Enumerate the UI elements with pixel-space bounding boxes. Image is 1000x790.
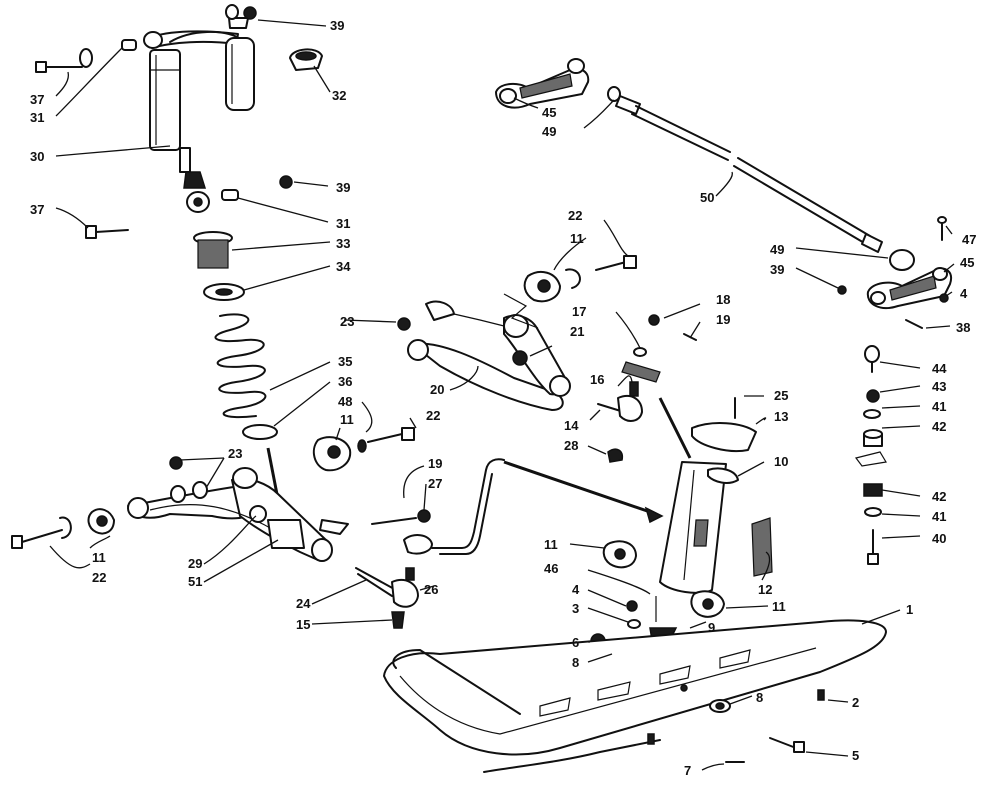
callout-42: 42 [932,489,946,504]
upper-bolt-set [35,4,257,73]
callout-24: 24 [296,596,311,611]
callout-28: 28 [564,438,578,453]
callout-23: 23 [340,314,354,329]
callout-23: 23 [228,446,242,461]
callout-46: 46 [544,561,558,576]
callout-45: 45 [542,105,556,120]
callout-38: 38 [956,320,970,335]
callout-11: 11 [570,231,584,246]
lower-a-arm [127,467,349,562]
callout-22: 22 [92,570,106,585]
callout-6: 6 [572,635,579,650]
coil-spring-assembly [193,231,278,440]
callout-39: 39 [336,180,350,195]
callout-7: 7 [684,763,691,778]
callout-13: 13 [774,409,788,424]
callout-22: 22 [426,408,440,423]
lower-bolt-set [85,175,293,239]
spindle-bushings [602,540,725,618]
callout-37: 37 [30,92,44,107]
callout-26: 26 [424,582,438,597]
callout-12: 12 [758,582,772,597]
callout-49: 49 [542,124,556,139]
callout-31: 31 [30,110,44,125]
assembly-arrow-spindle [658,397,692,459]
callout-51: 51 [188,574,202,589]
callout-8: 8 [572,655,579,670]
callout-50: 50 [700,190,714,205]
callout-32: 32 [332,88,346,103]
callout-45: 45 [960,255,974,270]
callout-labels: 39 32 37 31 30 39 37 31 33 34 35 36 48 1… [30,18,976,778]
callout-39: 39 [770,262,784,277]
callout-29: 29 [188,556,202,571]
callout-11: 11 [544,537,558,552]
callout-11: 11 [340,412,354,427]
callout-40: 40 [932,531,946,546]
callout-18: 18 [716,292,730,307]
callout-14: 14 [564,418,579,433]
callout-20: 20 [430,382,444,397]
callout-4: 4 [572,582,580,597]
callout-37: 37 [30,202,44,217]
callout-1: 1 [906,602,913,617]
upper-arm-hardware [512,314,697,366]
lower-arm-bushing-left [11,508,115,549]
callout-4: 4 [960,286,968,301]
steering-arm-ball-joint [597,361,661,463]
callout-10: 10 [774,454,788,469]
callout-42: 42 [932,419,946,434]
callout-43: 43 [932,379,946,394]
callout-27: 27 [428,476,442,491]
callout-33: 33 [336,236,350,251]
callout-22: 22 [568,208,582,223]
callout-19: 19 [428,456,442,471]
upper-bushing-set [503,255,637,329]
callout-15: 15 [296,617,310,632]
callout-21: 21 [570,324,584,339]
callout-9: 9 [708,620,715,635]
callout-3: 3 [572,601,579,616]
callout-19: 19 [716,312,730,327]
ski-spindle-tower [659,397,773,594]
shock-absorber [143,17,255,213]
callout-8: 8 [756,690,763,705]
callout-2: 2 [852,695,859,710]
ski [383,619,887,773]
bushing-stack [854,345,887,565]
callout-30: 30 [30,149,44,164]
tie-rod-assembly [495,58,952,329]
callout-11: 11 [92,550,106,565]
callout-35: 35 [338,354,352,369]
lower-arm-nuts [169,456,208,503]
callout-31: 31 [336,216,350,231]
callout-41: 41 [932,399,946,414]
callout-36: 36 [338,374,352,389]
clamp-part [289,48,323,71]
center-bushing-set [312,427,415,472]
callout-47: 47 [962,232,976,247]
callout-41: 41 [932,509,946,524]
callout-49: 49 [770,242,784,257]
upper-a-arm [397,300,571,411]
callout-48: 48 [338,394,352,409]
spindle-ball-joint [355,567,419,629]
callout-25: 25 [774,388,788,403]
callout-34: 34 [336,259,351,274]
callout-5: 5 [852,748,859,763]
assembly-arrow-tie-rod [503,460,657,516]
callout-17: 17 [572,304,586,319]
leader-lines [49,19,955,771]
steering-stop-bolt [371,509,433,555]
tie-rod-link [431,458,505,555]
callout-16: 16 [590,372,604,387]
callout-44: 44 [932,361,947,376]
callout-11: 11 [772,599,786,614]
callout-39: 39 [330,18,344,33]
